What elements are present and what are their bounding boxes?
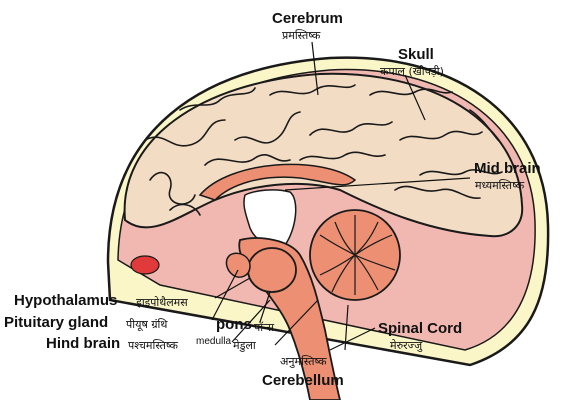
hypothalamus-label: Hypothalamus xyxy=(14,292,118,309)
hind-brain-label: Hind brain xyxy=(46,335,121,352)
cerebrum-label: Cerebrum xyxy=(272,10,343,27)
leader-lines xyxy=(211,41,471,351)
spinal-cord-label-hi: मेरुरज्जु xyxy=(390,339,423,352)
pons xyxy=(247,247,297,293)
lesion-spot xyxy=(130,255,160,275)
pituitary-gland xyxy=(225,252,251,278)
mid-brain-label: Mid brain xyxy=(474,160,541,177)
cerebellum-label: Cerebellum xyxy=(262,372,344,389)
cerebellum-folds xyxy=(319,215,396,295)
hind-brain-label-hi: पश्चमस्तिष्क xyxy=(128,339,178,352)
skull-label: Skull xyxy=(398,46,434,63)
cerebrum-label-hi: प्रमस्तिष्क xyxy=(282,29,321,42)
pons-label: pons xyxy=(216,316,252,333)
cerebrum-folds xyxy=(144,84,503,216)
medulla-label-hi: मेडुला xyxy=(233,339,256,352)
corpus-callosum xyxy=(198,163,357,201)
pons-label-hi: पॉन्स xyxy=(254,321,275,334)
skull-label-hi: कपाल (खोपड़ी) xyxy=(380,65,444,78)
pituitary-label-hi: पीयूष ग्रंथि xyxy=(126,318,168,331)
mid-brain-label-hi: मध्यमस्तिष्क xyxy=(475,179,525,192)
spinal-cord-label: Spinal Cord xyxy=(378,320,463,337)
pituitary-label: Pituitary gland xyxy=(4,314,109,331)
medulla-label: medulla xyxy=(196,336,232,347)
hypothalamus-label-hi: हाइपोथैलमस xyxy=(136,296,188,309)
cerebellum-label-hi: अनुमस्तिष्क xyxy=(280,355,327,368)
